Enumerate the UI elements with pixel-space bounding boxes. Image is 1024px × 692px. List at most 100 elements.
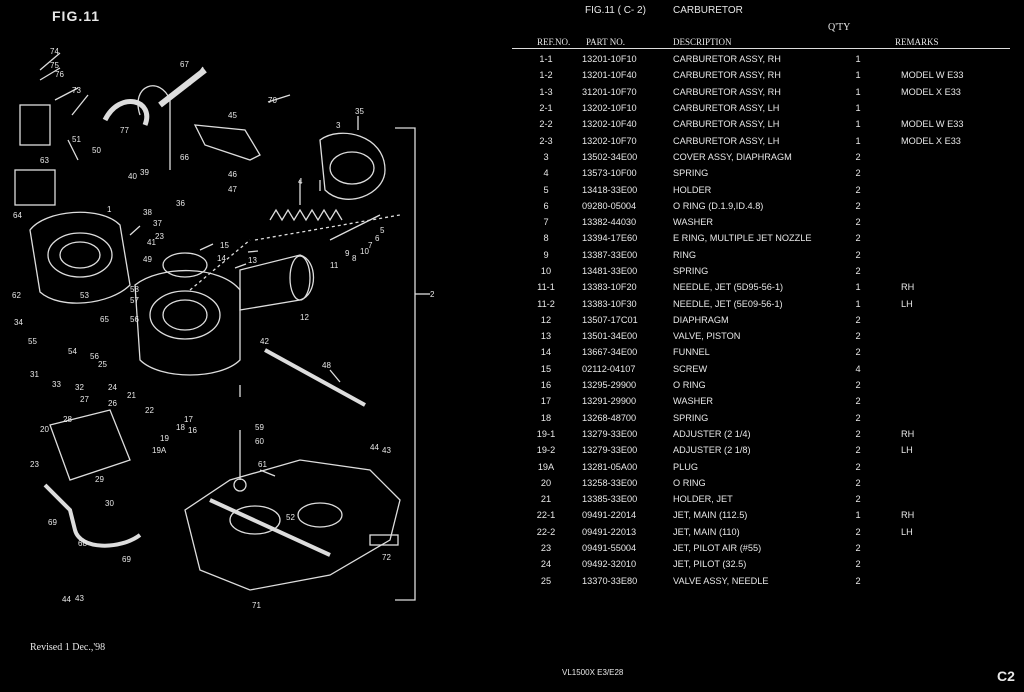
qty-cell: 2: [855, 461, 861, 472]
remarks-cell: RH: [901, 282, 915, 293]
ref-cell: 4: [543, 168, 549, 179]
ref-cell: 17: [540, 396, 552, 407]
part-number-cell: 13501-34E00: [582, 331, 638, 342]
remarks-cell: LH: [901, 298, 913, 309]
svg-text:24: 24: [108, 383, 117, 392]
part-number-cell: 02112-04107: [582, 363, 636, 374]
qty-cell: 2: [855, 249, 861, 260]
svg-text:62: 62: [12, 291, 21, 300]
remarks-cell: LH: [901, 526, 913, 537]
svg-text:39: 39: [140, 168, 149, 177]
svg-text:4: 4: [298, 177, 303, 186]
svg-text:40: 40: [128, 172, 137, 181]
svg-text:8: 8: [352, 254, 357, 263]
remarks-cell: [873, 573, 963, 589]
remarks-cell: [873, 312, 963, 328]
qty-cell: 2: [855, 380, 861, 391]
svg-text:68: 68: [78, 539, 87, 548]
svg-text:51: 51: [72, 135, 81, 144]
svg-text:57: 57: [130, 296, 139, 305]
qty-cell: 2: [855, 559, 861, 570]
ref-cell: 3: [543, 151, 549, 162]
svg-text:69: 69: [122, 555, 131, 564]
ref-cell: 18: [540, 412, 552, 423]
svg-text:15: 15: [220, 241, 229, 250]
qty-cell: 2: [855, 494, 861, 505]
part-number-cell: 13279-33E00: [582, 445, 638, 456]
svg-text:44: 44: [62, 595, 71, 604]
description-cell: CARBURETOR ASSY, RH: [673, 54, 781, 65]
qty-cell: 1: [855, 282, 861, 293]
svg-text:60: 60: [255, 437, 264, 446]
svg-text:19A: 19A: [152, 446, 167, 455]
description-cell: COVER ASSY, DIAPHRAGM: [673, 151, 792, 162]
qty-cell: 2: [855, 151, 861, 162]
remarks-cell: [873, 328, 963, 344]
svg-text:34: 34: [14, 318, 23, 327]
ref-cell: 1-2: [539, 70, 553, 81]
remarks-cell: [873, 247, 963, 263]
qty-cell: 1: [855, 119, 861, 130]
svg-text:1: 1: [107, 205, 112, 214]
description-cell: HOLDER: [673, 184, 712, 195]
qty-cell: 2: [855, 331, 861, 342]
ref-cell: 10: [540, 266, 552, 276]
part-number-cell: 13481-33E00: [582, 266, 638, 276]
ref-cell: 24: [540, 559, 552, 570]
ref-cell: 19A: [537, 461, 555, 472]
model-code: VL1500X E3/E28: [562, 668, 624, 677]
ref-cell: 9: [543, 249, 549, 260]
description-cell: WASHER: [673, 396, 713, 407]
ref-cell: 21: [540, 494, 552, 505]
svg-text:43: 43: [75, 594, 84, 603]
ref-cell: 5: [543, 184, 549, 195]
svg-text:42: 42: [260, 337, 269, 346]
svg-text:23: 23: [155, 232, 164, 241]
remarks-cell: [873, 100, 963, 116]
svg-text:32: 32: [75, 383, 84, 392]
svg-text:31: 31: [30, 370, 39, 379]
svg-text:16: 16: [188, 426, 197, 435]
description-cell: RING: [673, 249, 696, 260]
qty-cell: 2: [855, 314, 861, 325]
svg-text:56: 56: [90, 352, 99, 361]
remarks-cell: [873, 393, 963, 409]
description-cell: SPRING: [673, 266, 709, 276]
svg-text:64: 64: [13, 211, 22, 220]
svg-text:30: 30: [105, 499, 114, 508]
svg-text:7: 7: [368, 241, 373, 250]
svg-text:41: 41: [147, 238, 156, 247]
svg-text:21: 21: [127, 391, 136, 400]
svg-text:71: 71: [252, 601, 261, 610]
remarks-cell: [873, 198, 963, 214]
part-number-cell: 13383-10F20: [582, 282, 637, 293]
svg-text:9: 9: [345, 249, 350, 258]
svg-text:38: 38: [143, 208, 152, 217]
qty-cell: 1: [855, 70, 861, 81]
svg-text:12: 12: [300, 313, 309, 322]
description-cell: JET, MAIN (112.5): [673, 510, 748, 521]
ref-cell: 25: [540, 575, 552, 586]
ref-cell: 6: [543, 200, 549, 211]
svg-text:47: 47: [228, 185, 237, 194]
ref-cell: 19-1: [536, 428, 556, 439]
part-number-cell: 13202-10F10: [582, 103, 637, 114]
col-remarks-header: REMARKS: [895, 37, 939, 47]
part-number-cell: 13387-33E00: [582, 249, 638, 260]
svg-text:45: 45: [228, 111, 237, 120]
svg-text:2: 2: [430, 290, 435, 299]
svg-text:69: 69: [48, 518, 57, 527]
ref-cell: 20: [540, 477, 552, 488]
description-cell: ADJUSTER (2 1/8): [673, 445, 751, 456]
remarks-cell: [873, 361, 963, 377]
